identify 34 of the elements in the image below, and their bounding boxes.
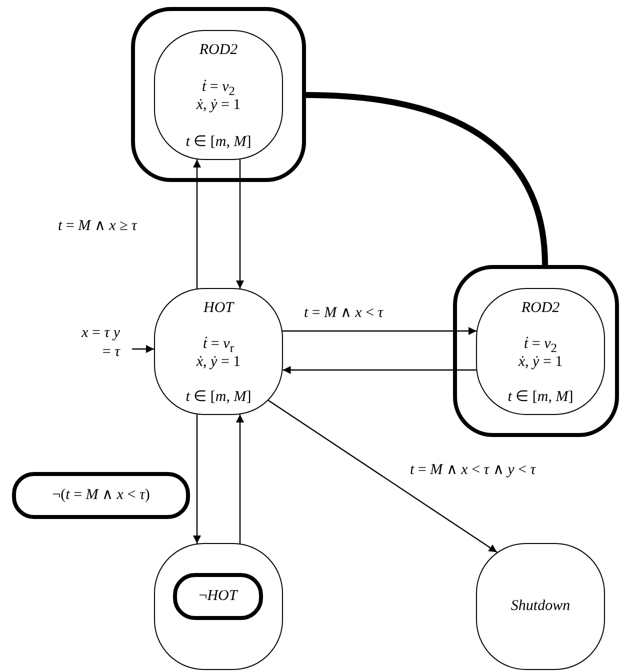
state-name: ROD2 — [521, 301, 560, 317]
invariant-text: t ∈ [m, M] — [508, 390, 574, 406]
invariant-text: t ∈ [m, M] — [186, 390, 252, 406]
transition-arrow — [282, 366, 476, 374]
transition-arrow — [132, 345, 154, 353]
flow-equation: ẋ, ẏ = 1 — [196, 98, 241, 114]
state-name: HOT — [203, 301, 234, 317]
condition-box — [12, 472, 190, 519]
transition-arrow — [193, 414, 201, 544]
state-box — [154, 288, 283, 415]
thick-connector — [306, 92, 548, 266]
flow-equation: ṫ = v$_{2}$ — [524, 336, 558, 355]
flow-equation: ṫ = v$_{2}$ — [202, 80, 236, 98]
state-box — [154, 543, 283, 670]
condition-box — [173, 573, 263, 620]
transition-arrow — [236, 160, 244, 288]
state-box — [476, 543, 605, 670]
state-name: ROD2 — [199, 43, 238, 59]
transition-arrow — [268, 400, 498, 553]
state-group-box — [453, 265, 619, 437]
transition-arrow — [236, 414, 244, 544]
transition-arrow — [282, 327, 476, 335]
invariant-text: t ∈ [m, M] — [186, 135, 252, 151]
state-box — [476, 288, 605, 415]
state-box — [154, 30, 283, 160]
state-group-box — [131, 7, 306, 182]
flow-equation: ẋ, ẏ = 1 — [196, 354, 241, 370]
state-name: Shutdown — [510, 598, 570, 614]
transition-arrow — [193, 160, 201, 288]
condition-text: ¬HOT — [198, 588, 238, 604]
condition-text: ¬(t = M ∧ x < τ) — [52, 488, 150, 504]
flow-equation: ṫ = v$_{r}$ — [203, 336, 234, 355]
edge-label: t = M ∧ x < τ ∧ y < τ — [408, 461, 538, 480]
flow-equation: ẋ, ẏ = 1 — [518, 354, 563, 370]
